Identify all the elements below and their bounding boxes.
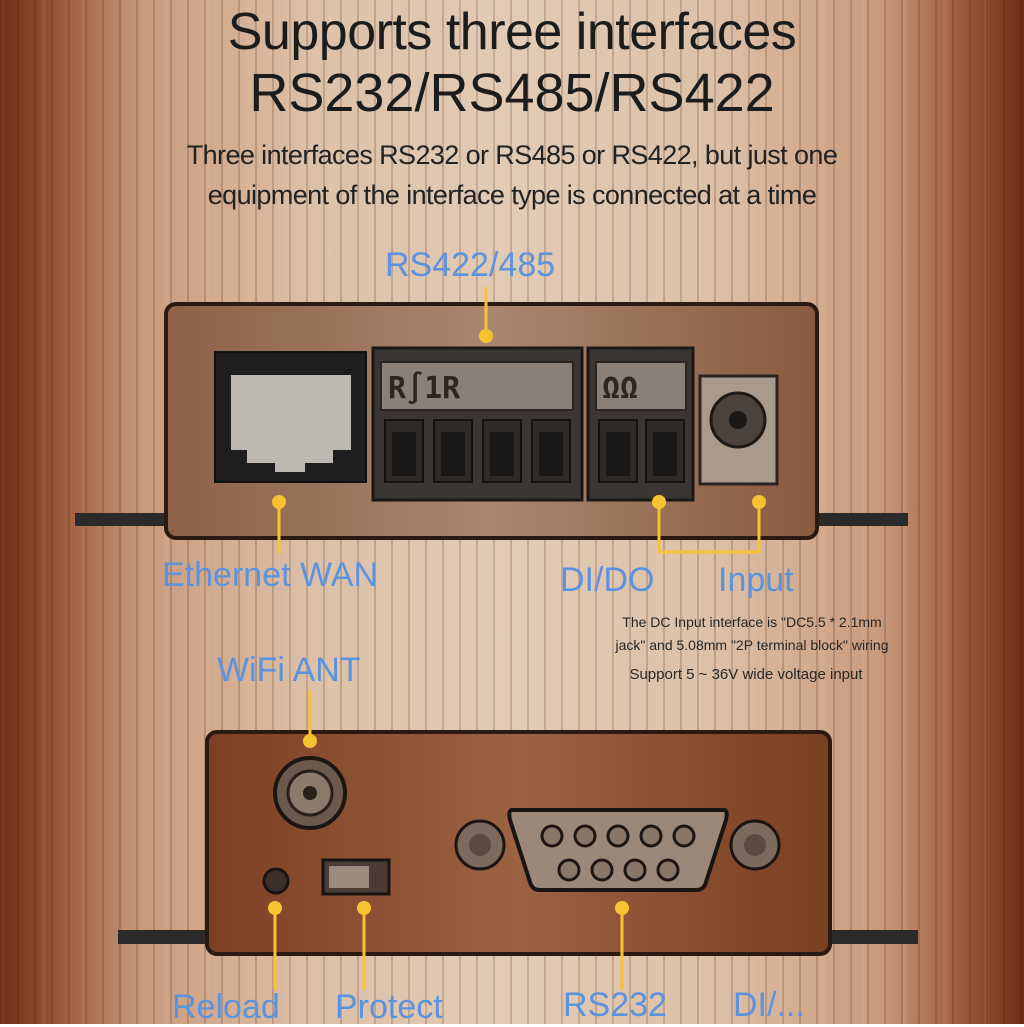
- reload-button-hole: [262, 867, 290, 895]
- ethernet-port: [214, 351, 367, 483]
- pin-dot-wifi: [303, 734, 317, 748]
- protect-switch-knob: [329, 866, 369, 888]
- svg-text:ΩΩ: ΩΩ: [602, 371, 638, 406]
- mount-bar-left-bottom: [118, 930, 213, 944]
- title-line-1: Supports three interfaces: [227, 3, 797, 61]
- dido-terminal-block: ΩΩ: [586, 346, 695, 502]
- label-wifi-ant: WiFi ANT: [217, 651, 361, 689]
- label-reload: Reload: [172, 988, 280, 1026]
- label-extra: DI/...: [733, 986, 805, 1024]
- description-line-1: Three interfaces RS232 or RS485 or RS422…: [186, 140, 838, 170]
- bottom-device-panel: [118, 690, 918, 990]
- rs232-db9-connector: [454, 808, 781, 892]
- top-device-panel: R∫1R ΩΩ: [75, 287, 908, 554]
- label-input: Input: [718, 561, 794, 599]
- pin-bracket-dido-input: [657, 502, 761, 554]
- dc-input-note-line-1: The DC Input interface is "DC5.5 * 2.1mm: [622, 614, 882, 630]
- wifi-antenna-connector: [273, 756, 347, 830]
- label-ethernet-wan: Ethernet WAN: [162, 556, 379, 594]
- mount-bar-right: [812, 513, 908, 526]
- mount-bar-left: [75, 513, 170, 526]
- pin-dot-rs422: [479, 329, 493, 343]
- label-protect: Protect: [335, 988, 443, 1026]
- dc-input-jack: [698, 374, 779, 486]
- title-line-2: RS232/RS485/RS422: [249, 63, 775, 123]
- description-line-2: equipment of the interface type is conne…: [207, 180, 817, 210]
- rs422-485-terminal-block: R∫1R: [371, 346, 584, 502]
- dc-input-note-line-3: Support 5 ~ 36V wide voltage input: [629, 666, 863, 683]
- mount-bar-right-bottom: [828, 930, 918, 944]
- label-rs422-485: RS422/485: [385, 246, 556, 284]
- label-dido: DI/DO: [560, 561, 655, 599]
- dc-input-note-line-2: jack" and 5.08mm "2P terminal block" wir…: [615, 637, 889, 653]
- label-rs232: RS232: [563, 986, 667, 1024]
- svg-text:R∫1R: R∫1R: [388, 371, 461, 406]
